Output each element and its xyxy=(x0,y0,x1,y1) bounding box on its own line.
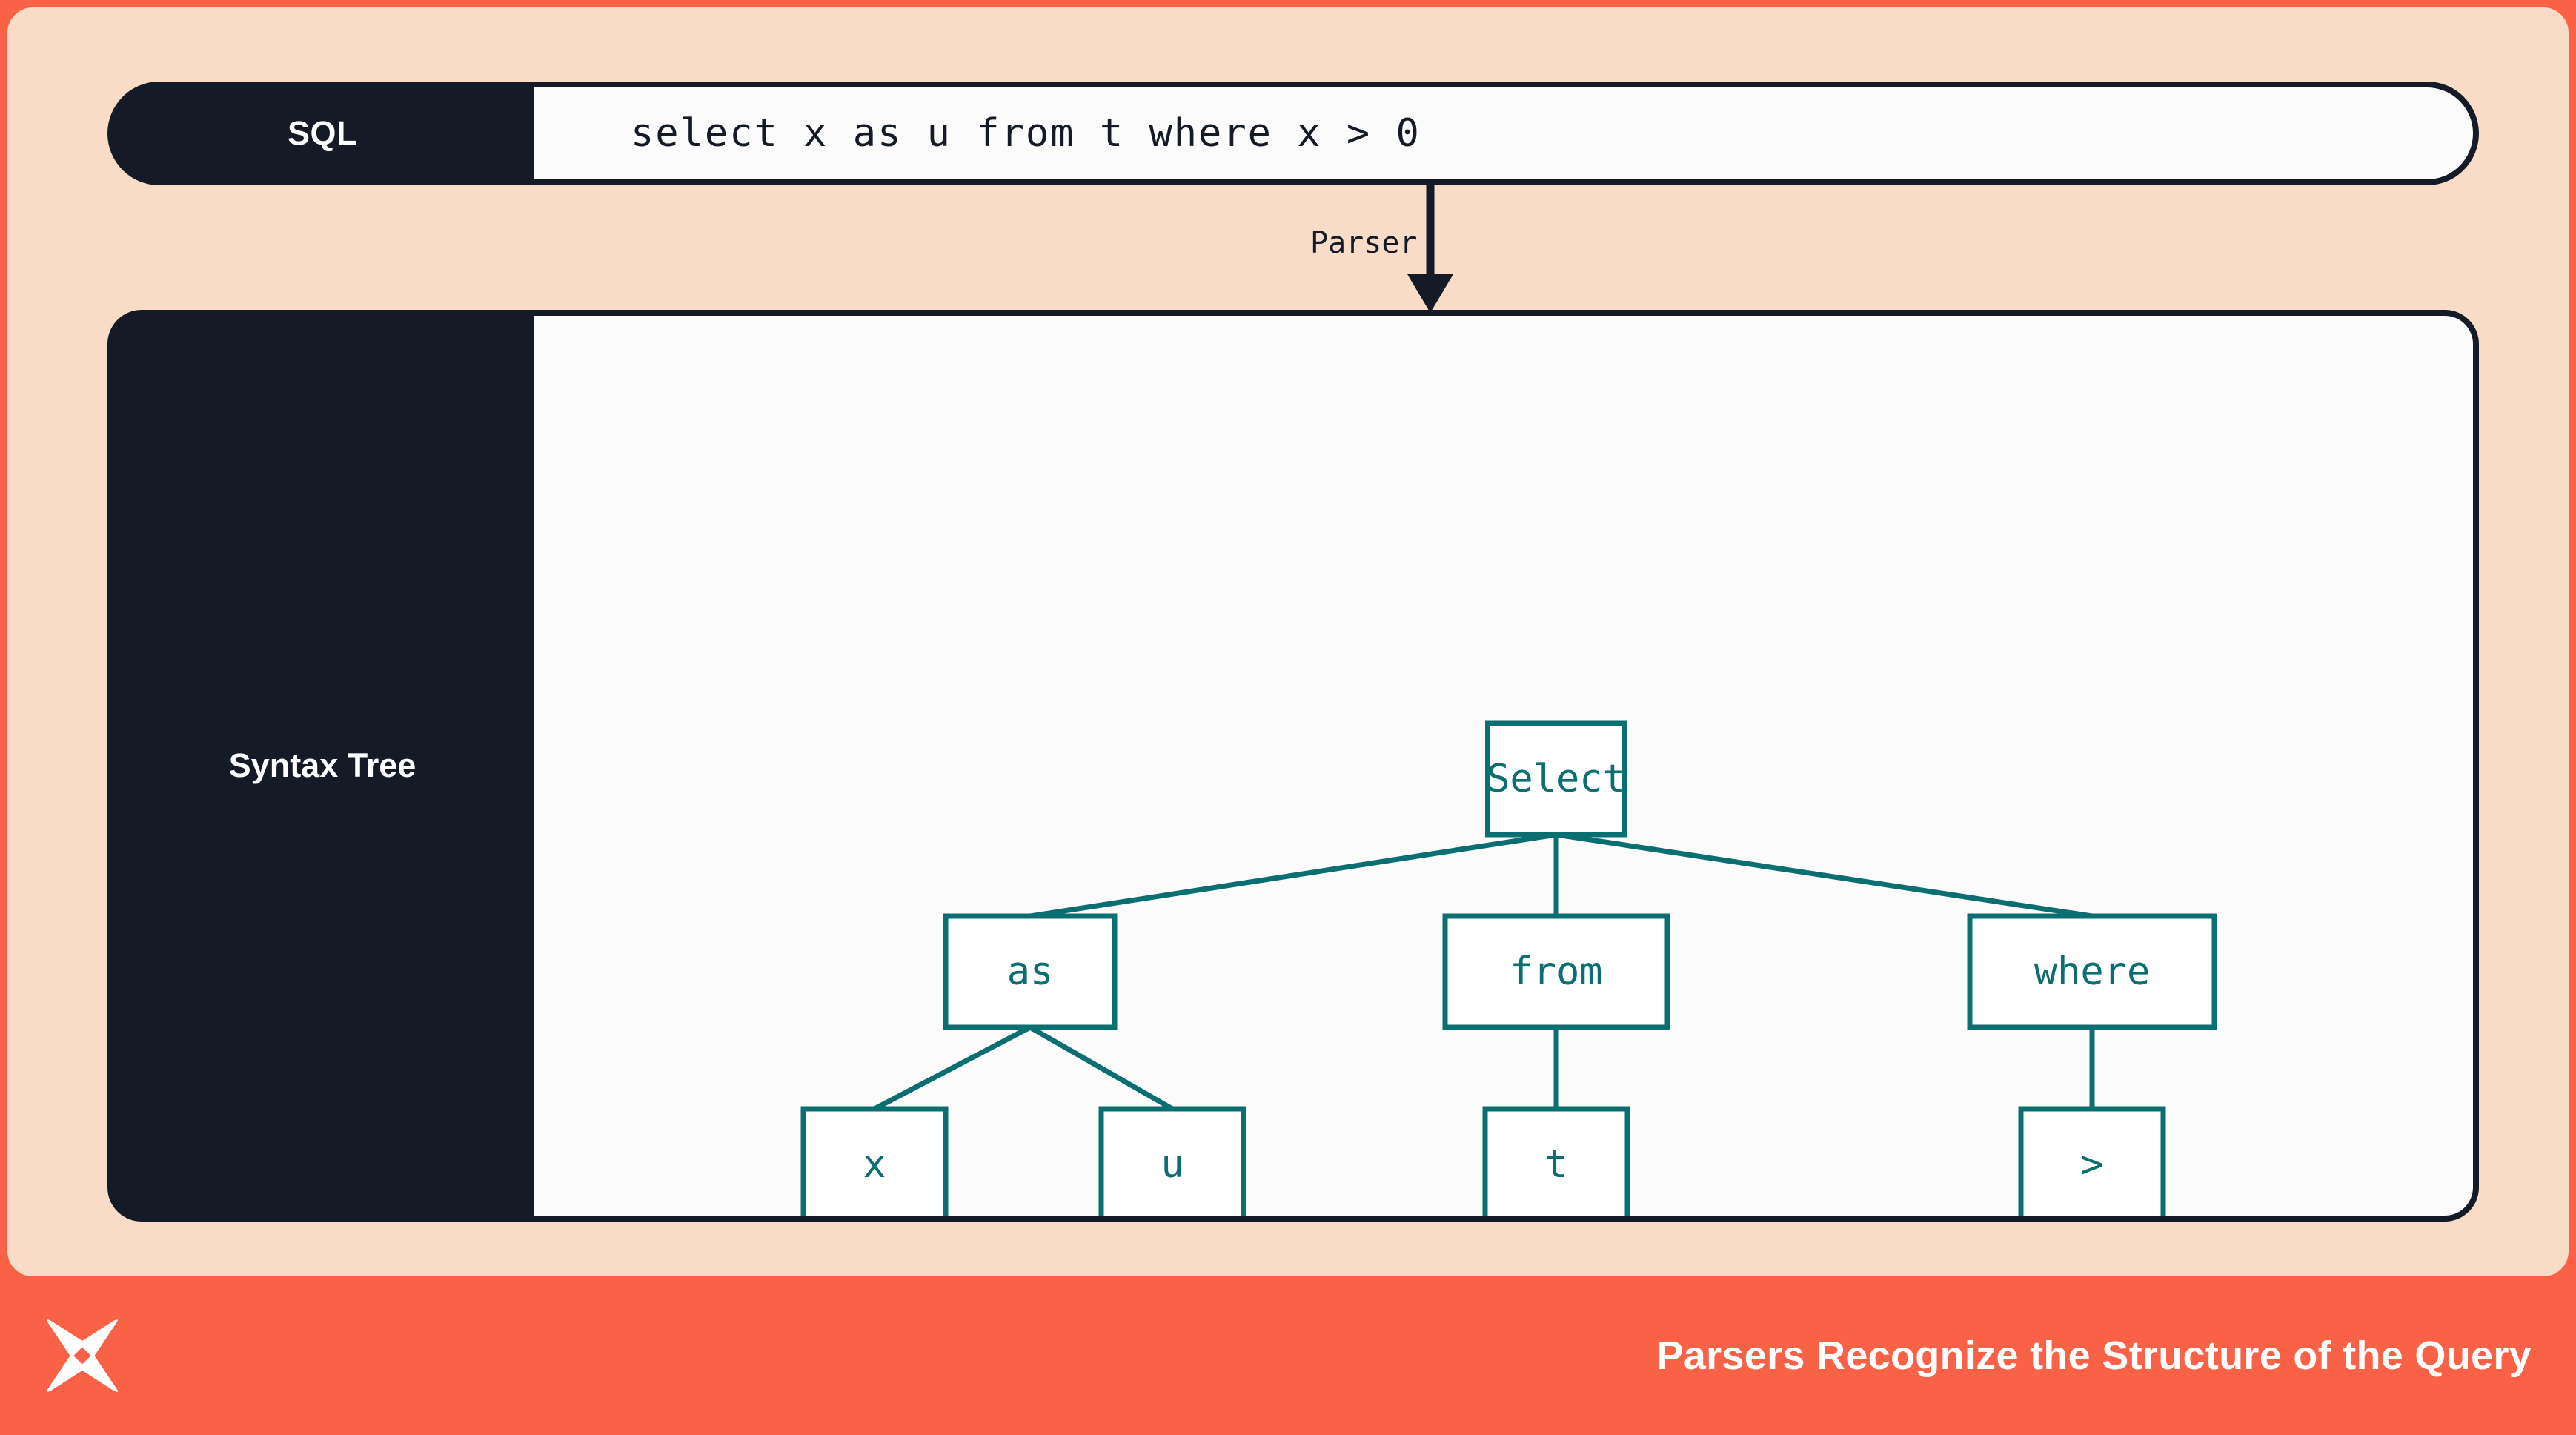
tree-node-box xyxy=(1485,720,1627,838)
tree-node-box xyxy=(2018,1106,2166,1216)
content-card: SQL select x as u from t where x > 0 Par… xyxy=(7,7,2569,1276)
tree-node-box xyxy=(800,1106,949,1216)
sql-query-text: select x as u from t where x > 0 xyxy=(631,111,1421,156)
tree-node-label: as xyxy=(1007,950,1054,994)
syntax-tree-label: Syntax Tree xyxy=(228,746,416,784)
tree-node[interactable]: > xyxy=(2018,1106,2166,1220)
tree-node-label: from xyxy=(1510,950,1602,994)
tree-node-label: x xyxy=(863,1142,886,1187)
tree-node-label: > xyxy=(2080,1142,2103,1187)
tree-node-box xyxy=(1098,1106,1246,1216)
tree-node-label: Select xyxy=(1487,757,1626,801)
sql-query-box[interactable]: select x as u from t where x > 0 xyxy=(534,82,2479,185)
sql-label: SQL xyxy=(287,114,357,152)
tree-edge xyxy=(1029,832,1557,919)
tree-node[interactable]: Select xyxy=(1485,720,1627,838)
sql-row: SQL select x as u from t where x > 0 xyxy=(107,82,2479,185)
tree-node-label: u xyxy=(1161,1142,1184,1187)
tree-node-label: t xyxy=(1544,1142,1567,1187)
tree-edge xyxy=(1556,832,2093,919)
tree-node[interactable]: t xyxy=(1482,1106,1630,1220)
tree-edge-group xyxy=(873,832,2249,1222)
parser-label: Parser xyxy=(1310,226,1418,260)
tree-node[interactable]: x xyxy=(800,1106,949,1220)
footer-caption: Parsers Recognize the Structure of the Q… xyxy=(1656,1333,2532,1378)
tree-node[interactable]: where xyxy=(1967,913,2217,1030)
x-mark-logo-icon xyxy=(47,1319,118,1392)
tree-node[interactable]: u xyxy=(1098,1106,1246,1220)
tree-edge xyxy=(1029,1024,1174,1112)
sql-label-pill: SQL xyxy=(107,82,537,185)
tree-node-box xyxy=(1482,1106,1630,1216)
parser-transform: Parser xyxy=(1267,185,1579,315)
tree-node[interactable]: from xyxy=(1442,913,1670,1030)
down-arrow-icon xyxy=(1407,185,1453,313)
tree-edge xyxy=(2092,1220,2249,1222)
tree-node-box xyxy=(1442,913,1670,1030)
tree-edge xyxy=(873,1024,1032,1112)
syntax-tree-label-panel: Syntax Tree xyxy=(107,310,537,1222)
tree-edge xyxy=(1949,1220,2092,1222)
tree-node[interactable]: as xyxy=(943,913,1118,1030)
tree-node-label: where xyxy=(2034,950,2151,994)
footer-bar: Parsers Recognize the Structure of the Q… xyxy=(0,1276,2576,1435)
tree-node-box xyxy=(943,913,1118,1030)
tree-node-box xyxy=(1967,913,2217,1030)
